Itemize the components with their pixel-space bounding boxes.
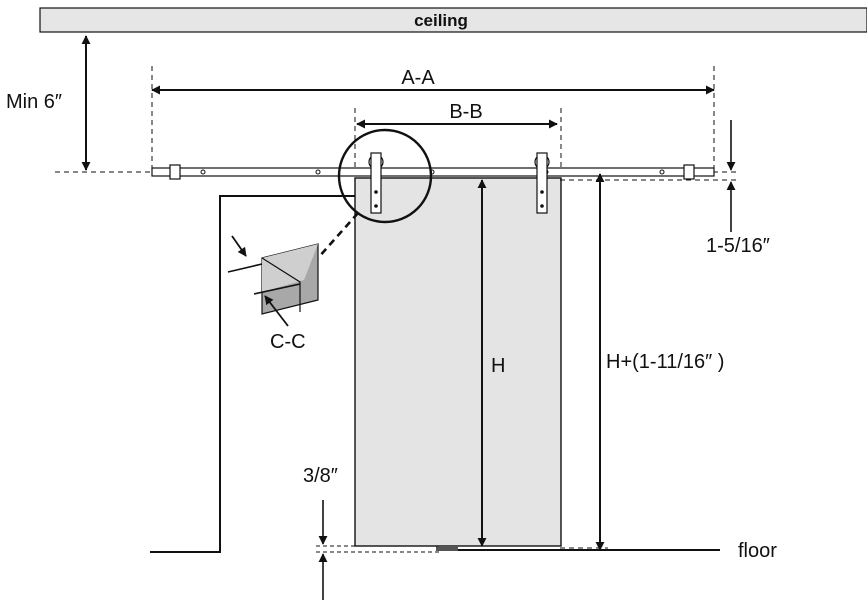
- floor-gap-label: 3/8″: [303, 465, 338, 487]
- rail-stopper-right: [683, 164, 695, 180]
- track-rail: [151, 164, 715, 180]
- min-clearance-dimension: Min 6″: [6, 35, 91, 171]
- floor-gap-dimension: 3/8″: [303, 465, 440, 600]
- rail-bolt: [200, 169, 206, 175]
- door-height-dimension: H: [477, 179, 505, 547]
- rail-bar: [151, 167, 715, 177]
- detail-c-c: C-C: [227, 235, 319, 353]
- floor-label: floor: [738, 540, 777, 562]
- min-clearance-label: Min 6″: [6, 91, 62, 113]
- floor-line: floor: [436, 540, 777, 562]
- a-a-dimension: A-A: [151, 67, 715, 95]
- hanger-left: [368, 152, 384, 214]
- b-b-dimension: B-B: [356, 101, 558, 129]
- ceiling: ceiling: [39, 7, 867, 33]
- ceiling-label: ceiling: [414, 11, 468, 30]
- floor-guide: [436, 546, 458, 551]
- detail-leader-line: [317, 212, 359, 259]
- door-panel: [354, 177, 562, 547]
- a-a-label: A-A: [401, 67, 435, 89]
- c-c-label: C-C: [270, 331, 306, 353]
- ceiling-bar: [39, 7, 867, 33]
- rail-offset-label: 1-5/16″: [706, 235, 770, 257]
- hanger-right: [534, 152, 550, 214]
- door-height-label: H: [491, 355, 505, 377]
- rail-height-dimension: H+(1-11/16″ ): [595, 173, 724, 551]
- detail-callout-circle: [337, 128, 433, 224]
- rail-bolt: [659, 169, 665, 175]
- rail-stopper-left: [169, 164, 181, 180]
- rail-offset-dimension: 1-5/16″: [706, 120, 770, 257]
- b-b-label: B-B: [449, 101, 482, 123]
- rail-bolt: [315, 169, 321, 175]
- rail-height-label: H+(1-11/16″ ): [606, 351, 724, 373]
